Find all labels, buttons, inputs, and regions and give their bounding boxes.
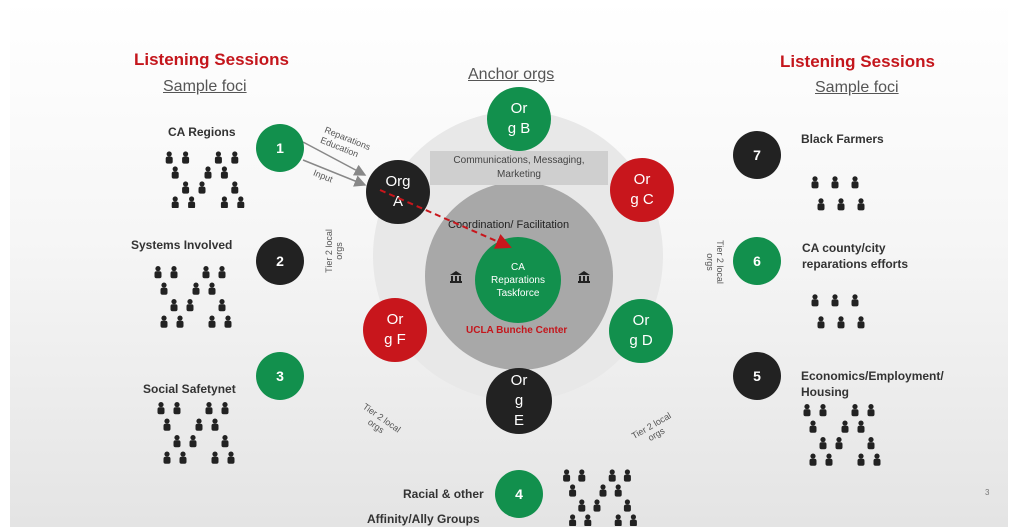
org-c-line1: Or <box>633 171 651 188</box>
session-5-label-line2: Housing <box>801 385 849 399</box>
session-7-badge: 7 <box>733 131 781 179</box>
org-f-line1: Or <box>386 311 404 328</box>
arrow-input <box>302 159 367 187</box>
people-group-icon <box>165 151 245 208</box>
session-6-label-line1: CA county/city <box>802 241 886 255</box>
session-5-label-line1: Economics/Employment/ <box>801 369 944 383</box>
session-4-label-line2: Affinity/Ally Groups <box>367 512 480 526</box>
org-b-line2: g B <box>507 120 531 137</box>
org-e-line2: g <box>514 392 524 409</box>
people-group-icon <box>811 294 865 329</box>
org-b-line1: Or <box>510 100 528 117</box>
left-header-title: Listening Sessions <box>134 50 289 69</box>
session-3-label: Social Safetynet <box>143 382 236 396</box>
session-6-label-line2: reparations efforts <box>802 257 909 271</box>
session-3-badge: 3 <box>256 352 304 400</box>
session-2-label: Systems Involved <box>131 238 233 252</box>
session-4-label-line1: Racial & other <box>403 487 484 501</box>
dashed-arrow-to-taskforce <box>379 189 512 249</box>
arrow-reparations-education <box>302 141 367 176</box>
org-d-line2: g D <box>629 332 653 349</box>
org-d-line1: Or <box>632 312 650 329</box>
communications-line1: Communications, Messaging, <box>453 155 585 166</box>
connector-arrows <box>302 141 512 249</box>
people-group-icon <box>563 469 637 526</box>
bank-icon <box>450 271 462 283</box>
org-e-line3: E <box>513 412 524 429</box>
session-1-badge: 1 <box>256 124 304 172</box>
ucla-bunche-center-label: UCLA Bunche Center <box>466 325 568 336</box>
tier2-right-l1: Tier 2 local <box>714 240 725 284</box>
communications-line2: Marketing <box>497 169 541 180</box>
left-header-subtitle: Sample foci <box>163 78 247 95</box>
org-a-line1: Org <box>385 173 411 190</box>
slide: Listening Sessions Sample foci Listening… <box>10 0 1008 527</box>
session-6-badge: 6 <box>733 237 781 285</box>
org-a-line2: A <box>392 193 403 210</box>
org-d: Or g D <box>609 299 673 363</box>
org-e-line1: Or <box>510 372 528 389</box>
org-f-line2: g F <box>384 331 406 348</box>
org-c-line2: g C <box>630 191 654 208</box>
org-f: Or g F <box>363 298 427 362</box>
org-c: Or g C <box>610 158 674 222</box>
taskforce-line2: Reparations <box>491 274 545 286</box>
session-5-badge: 5 <box>733 352 781 400</box>
people-group-icon <box>811 176 865 211</box>
anchor-orgs-title: Anchor orgs <box>468 66 555 83</box>
tier2-left-l2: orgs <box>333 242 344 260</box>
session-4-badge: 4 <box>495 470 543 518</box>
session-7-label: Black Farmers <box>801 132 884 146</box>
communications-band: Communications, Messaging, Marketing <box>430 151 608 185</box>
right-header-subtitle: Sample foci <box>815 79 899 96</box>
session-2-badge: 2 <box>256 237 304 285</box>
bank-icon <box>578 271 590 283</box>
coordination-label: Coordination/ Facilitation <box>448 219 570 231</box>
ca-reparations-taskforce: CA Reparations Taskforce <box>475 237 561 323</box>
taskforce-line3: Taskforce <box>496 287 540 299</box>
tier2-left-l1: Tier 2 local <box>323 229 334 273</box>
tier2-right-l2: orgs <box>704 253 715 271</box>
taskforce-line1: CA <box>511 261 525 273</box>
people-group-icon <box>154 266 232 328</box>
people-group-icon <box>803 404 881 466</box>
page-number: 3 <box>985 488 990 497</box>
org-b: Or g B <box>487 87 551 151</box>
right-header-title: Listening Sessions <box>780 52 935 71</box>
people-group-icon <box>157 402 235 464</box>
session-1-label: CA Regions <box>168 125 236 139</box>
